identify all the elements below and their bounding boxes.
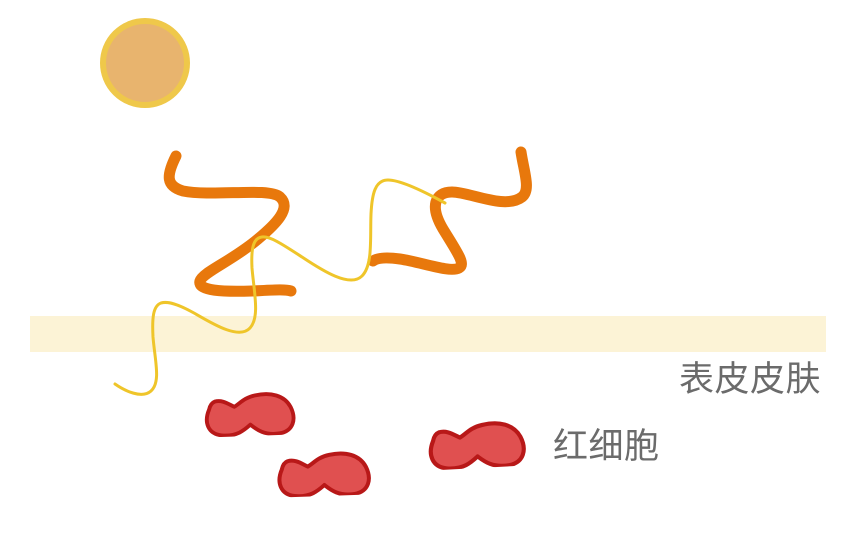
label-red-blood-cell: 红细胞: [553, 427, 660, 467]
uv-ray-yellow-penetrating: [113, 178, 447, 396]
epidermis-band: [30, 316, 826, 352]
red-blood-cell-group: [206, 393, 525, 497]
uv-ray-orange-left: [163, 150, 297, 297]
red-blood-cell-3: [429, 422, 524, 470]
label-epidermis: 表皮皮肤: [679, 360, 822, 400]
sun: [100, 18, 190, 108]
uv-ray-orange-middle: [367, 146, 532, 275]
red-blood-cell-2: [279, 452, 370, 496]
red-blood-cell-1: [206, 393, 294, 436]
sun-ring: [100, 18, 190, 108]
